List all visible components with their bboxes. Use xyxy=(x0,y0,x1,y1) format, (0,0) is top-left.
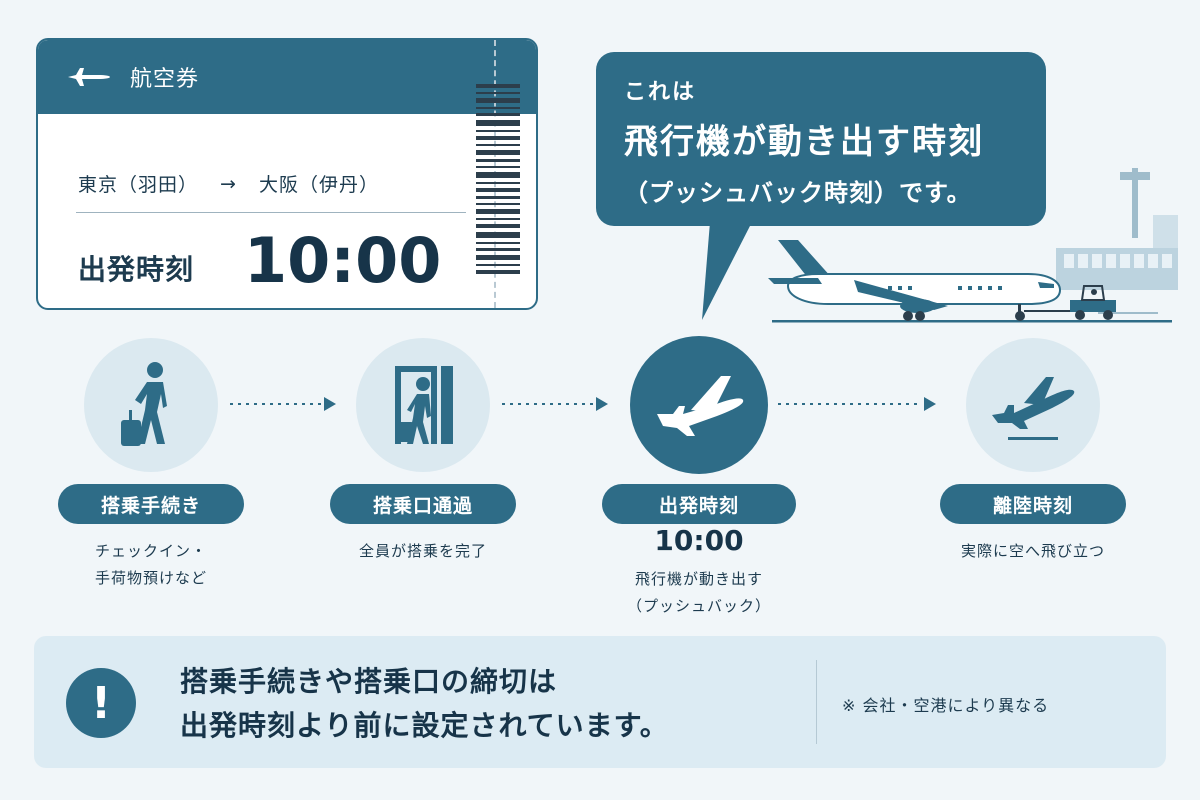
walking-traveler-icon xyxy=(121,362,167,446)
departure-label: 出発時刻 xyxy=(78,253,195,286)
route-destination: 大阪（伊丹） xyxy=(258,174,379,196)
boarding-ticket: 航空券 東京（羽田） → 大阪（伊丹） 出発時刻 10:00 xyxy=(36,38,538,310)
step-takeoff-circle xyxy=(966,338,1100,472)
flow-arrow-1 xyxy=(230,397,336,411)
step-label-takeoff: 離陸時刻 xyxy=(940,484,1126,524)
ticket-route: 東京（羽田） → 大阪（伊丹） xyxy=(78,170,379,197)
deadline-note: ! 搭乗手続きや搭乗口の締切は 出発時刻より前に設定されています。 ※ 会社・空… xyxy=(34,636,1166,768)
airport-scene-illustration xyxy=(768,168,1178,323)
callout-line-2: 飛行機が動き出す時刻 xyxy=(624,122,984,162)
takeoff-icon xyxy=(992,377,1075,440)
step-departure-time: 10:00 xyxy=(654,524,744,557)
boarding-gate-icon xyxy=(395,366,453,444)
pushback-callout: これは 飛行機が動き出す時刻 （プッシュバック時刻）です。 xyxy=(596,52,1046,226)
step-label-checkin: 搭乗手続き xyxy=(58,484,244,524)
ticket-title: 航空券 xyxy=(130,67,200,92)
airplane-icon xyxy=(66,64,112,90)
step-label-gate: 搭乗口通過 xyxy=(330,484,516,524)
step-gate-circle xyxy=(356,338,490,472)
airliner-icon xyxy=(768,240,1062,321)
flow-arrow-3 xyxy=(778,397,936,411)
step-departure-circle xyxy=(630,336,768,474)
note-line-1: 搭乗手続きや搭乗口の締切は xyxy=(180,665,558,698)
pushback-tug-icon xyxy=(1024,285,1116,320)
step-desc-takeoff: 実際に空へ飛び立つ xyxy=(933,538,1133,565)
step-desc-line: 全員が搭乗を完了 xyxy=(358,542,487,560)
ticket-divider xyxy=(76,212,466,213)
departure-time: 10:00 xyxy=(244,224,442,297)
callout-line-1: これは xyxy=(624,80,697,105)
step-label-departure: 出発時刻 xyxy=(602,484,796,524)
flow-arrow-2 xyxy=(502,397,608,411)
route-origin: 東京（羽田） xyxy=(78,174,199,196)
terminal-building-icon xyxy=(1056,168,1178,290)
callout-tail xyxy=(702,222,752,320)
step-desc-line: （プッシュバック） xyxy=(626,597,771,615)
step-desc-gate: 全員が搭乗を完了 xyxy=(323,538,523,565)
step-desc-line: 飛行機が動き出す xyxy=(634,570,763,588)
step-desc-checkin: チェックイン・ 手荷物預けなど xyxy=(51,538,251,592)
note-separator xyxy=(816,660,817,744)
exclamation-icon: ! xyxy=(66,668,136,738)
step-desc-line: 実際に空へ飛び立つ xyxy=(960,542,1105,560)
note-line-2: 出発時刻より前に設定されています。 xyxy=(180,709,669,742)
callout-line-3: （プッシュバック時刻）です。 xyxy=(624,179,972,207)
step-checkin-circle xyxy=(84,338,218,472)
note-text: 搭乗手続きや搭乗口の締切は 出発時刻より前に設定されています。 xyxy=(180,660,669,748)
ticket-header: 航空券 xyxy=(38,40,458,114)
step-desc-line: チェックイン・ xyxy=(94,542,207,560)
airplane-icon xyxy=(657,376,744,436)
step-desc-departure: 飛行機が動き出す （プッシュバック） xyxy=(599,566,799,620)
barcode xyxy=(476,84,520,274)
route-arrow: → xyxy=(220,172,237,195)
step-desc-line: 手荷物預けなど xyxy=(94,569,207,587)
note-aside: ※ 会社・空港により異なる xyxy=(842,696,1050,715)
